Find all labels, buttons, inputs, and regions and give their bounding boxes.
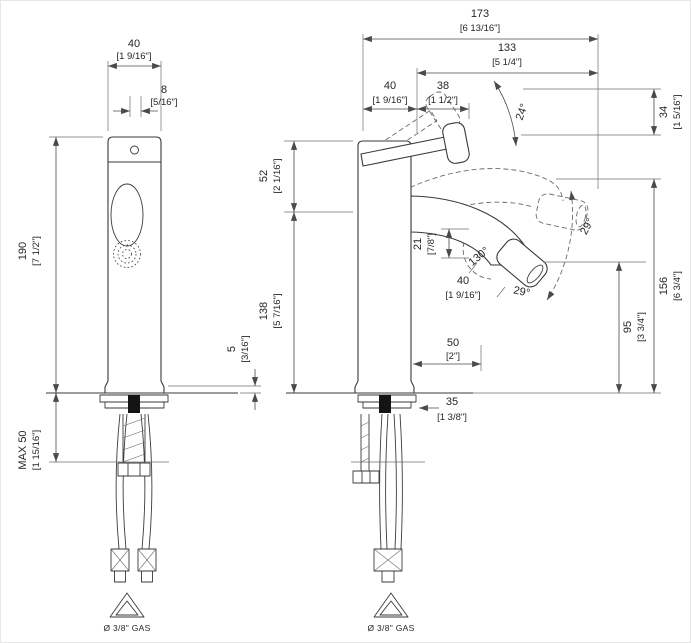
side-seal xyxy=(379,395,391,413)
dim-label-in: [1 3/8"] xyxy=(437,412,467,423)
front-aerator xyxy=(113,240,141,268)
dim-side-raised-height-156: 156 [6 3/4"] xyxy=(556,178,683,394)
dim-label: 40 xyxy=(384,80,396,92)
triangle-icon xyxy=(109,592,145,618)
dim-front-max-thickness-50: MAX 50 [1 15/16"] xyxy=(17,392,60,470)
dim-label-in: [5 7/16"] xyxy=(272,293,283,328)
front-flange xyxy=(99,394,169,413)
side-aerator-outlet xyxy=(526,264,544,284)
spout-angle-arc xyxy=(462,241,492,280)
dim-label: 8 xyxy=(161,84,167,96)
dim-side-handle-rise-34: 34 [1 5/16"] xyxy=(521,88,683,136)
dim-label: 138 xyxy=(258,302,270,320)
dim-side-cap-52: 52 [2 1/16"] xyxy=(258,140,353,213)
dim-side-reach-133: 133 [5 1/4"] xyxy=(416,42,599,133)
dim-label-in: [2"] xyxy=(446,351,460,362)
dim-front-slot-8: 8 [5/16"] xyxy=(113,84,178,117)
spout-swivel-arc xyxy=(546,190,576,301)
front-dimensions: 40 [1 9/16"] 8 [5/16"] 190 [7 1/2"] MAX … xyxy=(17,38,261,470)
dim-label: 190 xyxy=(17,242,29,260)
dim-label-in: [6 13/16"] xyxy=(460,23,500,34)
triangle-icon xyxy=(373,592,409,618)
dim-label: 40 xyxy=(457,275,469,287)
dim-label: 35 xyxy=(446,396,458,408)
dim-label-in: [2 1/16"] xyxy=(272,158,283,193)
dim-label: 133 xyxy=(498,42,516,54)
dim-side-total-173: 173 [6 13/16"] xyxy=(362,8,599,189)
dim-label: 50 xyxy=(447,337,459,349)
side-body-outline xyxy=(354,140,415,394)
side-dimensions: 173 [6 13/16"] 133 [5 1/4"] 40 [1 9/16"]… xyxy=(258,8,683,423)
dim-side-spout-height-138: 138 [5 7/16"] xyxy=(258,211,298,394)
front-body-outline xyxy=(104,136,165,394)
dim-label-in: [5/16"] xyxy=(150,97,177,108)
dim-side-spout-drop-21: 21 [7/8"] xyxy=(412,228,469,259)
dim-label-in: [1 9/16"] xyxy=(445,290,480,301)
front-handle-button xyxy=(130,145,139,155)
dim-label-in: [3/16"] xyxy=(240,335,251,362)
dim-side-outlet-height-95: 95 [3 3/4"] xyxy=(543,261,647,394)
dim-label-in: [6 3/4"] xyxy=(672,271,683,301)
dim-front-height-190: 190 [7 1/2"] xyxy=(17,136,103,394)
side-connection-symbol xyxy=(373,592,409,618)
front-mounting-nut xyxy=(117,462,151,477)
side-connection-label: Ø 3/8" GAS xyxy=(367,623,414,633)
dim-label-in: [1 9/16"] xyxy=(372,95,407,106)
dim-label-in: [7 1/2"] xyxy=(31,236,42,266)
front-shank xyxy=(49,414,169,477)
dim-label: 24° xyxy=(514,102,531,122)
dim-label-in: [3 3/4"] xyxy=(636,312,647,342)
side-view: Ø 3/8" GAS xyxy=(286,91,661,633)
dim-tilt-down-29: 29° xyxy=(512,284,531,299)
front-connection-symbol xyxy=(109,592,145,618)
side-flange xyxy=(357,394,417,413)
dim-label-in: [1 1/2"] xyxy=(428,95,458,106)
dim-label: 34 xyxy=(658,106,670,118)
dim-front-width-40: 40 [1 9/16"] xyxy=(107,38,162,131)
dim-side-body-40: 40 [1 9/16"] xyxy=(362,80,418,113)
side-handle xyxy=(360,122,470,167)
dim-label: 5 xyxy=(226,346,238,352)
side-mounting-nut xyxy=(352,470,380,484)
dim-label: 40 xyxy=(128,38,140,50)
front-spout-opening xyxy=(110,183,144,247)
dim-side-flange-35: 35 [1 3/8"] xyxy=(418,396,467,423)
dim-label: 156 xyxy=(658,277,670,295)
dim-label-in: [1 5/16"] xyxy=(672,94,683,129)
dim-side-aerator-40: 40 [1 9/16"] xyxy=(445,262,506,301)
dim-label-in: [1 15/16"] xyxy=(31,430,42,470)
side-shank xyxy=(351,414,425,484)
dim-side-handle-angle-24: 24° xyxy=(493,80,531,147)
dim-label-in: [1 9/16"] xyxy=(116,51,151,62)
dim-label-in: [7/8"] xyxy=(426,233,437,255)
side-supply-hose xyxy=(373,413,403,583)
dim-label: 21 xyxy=(412,238,424,250)
dim-label: 38 xyxy=(437,80,449,92)
dim-label-in: [5 1/4"] xyxy=(492,57,522,68)
front-view: Ø 3/8" GAS xyxy=(46,136,238,633)
front-supply-hoses xyxy=(110,413,157,583)
dim-side-base-reach-50: 50 [2"] xyxy=(412,337,482,371)
dim-label: MAX 50 xyxy=(17,430,29,469)
front-connection-label: Ø 3/8" GAS xyxy=(103,623,150,633)
dim-label: 95 xyxy=(622,321,634,333)
dim-label: 173 xyxy=(471,8,489,20)
dim-front-base-gap-5: 5 [3/16"] xyxy=(168,335,261,410)
dim-side-handle-offset-38: 38 [1 1/2"] xyxy=(416,80,470,119)
dim-tilt-up-29: 29° xyxy=(578,216,596,236)
dim-label: 52 xyxy=(258,170,270,182)
front-seal xyxy=(128,395,140,413)
